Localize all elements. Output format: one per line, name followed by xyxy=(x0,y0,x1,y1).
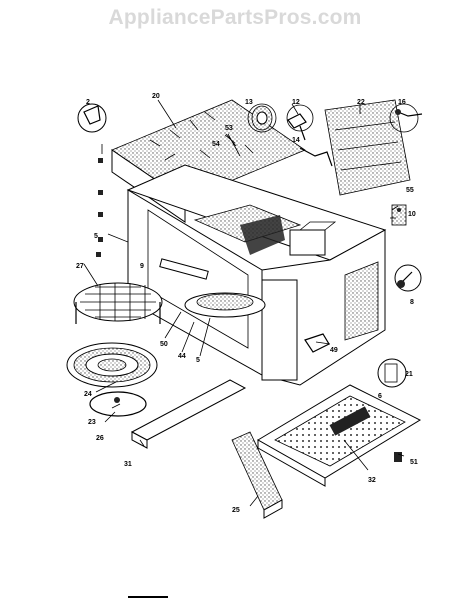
label-20: 20 xyxy=(152,93,160,100)
part-21 xyxy=(377,358,407,388)
part-labels: 2 20 13 12 22 16 53 54 14 55 10 8 5 27 9… xyxy=(76,93,418,514)
watermark: AppliancePartsPros.com xyxy=(108,6,362,29)
label-44: 44 xyxy=(178,353,186,360)
label-55: 55 xyxy=(406,187,414,194)
label-2: 2 xyxy=(86,99,90,106)
label-14: 14 xyxy=(292,137,300,144)
label-13: 13 xyxy=(245,99,253,106)
label-49: 49 xyxy=(330,347,338,354)
label-21: 21 xyxy=(405,371,413,378)
label-32: 32 xyxy=(368,477,376,484)
label-23: 23 xyxy=(88,419,96,426)
bracket-2 xyxy=(77,103,107,133)
label-6: 6 xyxy=(378,393,382,400)
leader-lines xyxy=(83,99,405,507)
label-12: 12 xyxy=(292,99,300,106)
label-51: 51 xyxy=(410,459,418,466)
base-plate-32 xyxy=(257,384,422,487)
label-26: 26 xyxy=(96,435,104,442)
roller-ring-23 xyxy=(89,391,147,417)
bracket-14 xyxy=(299,147,333,167)
callout-circles xyxy=(247,103,419,133)
rack-27 xyxy=(73,282,163,324)
label-10: 10 xyxy=(408,211,416,218)
label-22: 22 xyxy=(357,99,365,106)
control-panel-22 xyxy=(324,99,411,196)
label-5-center: 5 xyxy=(196,357,200,364)
bottom-mark xyxy=(128,596,168,598)
turntable-24 xyxy=(66,342,158,388)
plate-10 xyxy=(391,204,407,226)
label-50: 50 xyxy=(160,341,168,348)
label-24: 24 xyxy=(84,391,92,398)
label-9: 9 xyxy=(140,263,144,270)
foot-51 xyxy=(394,452,402,462)
cabinet-body xyxy=(126,164,387,386)
duct-25 xyxy=(231,431,283,519)
screws-left-8 xyxy=(96,158,103,257)
label-27: 27 xyxy=(76,263,84,270)
label-31: 31 xyxy=(124,461,132,468)
rail-31 xyxy=(130,379,247,449)
label-5-left: 5 xyxy=(94,233,98,240)
switch-12 xyxy=(287,113,307,141)
label-53: 53 xyxy=(225,125,233,132)
label-8: 8 xyxy=(410,299,414,306)
knob-13 xyxy=(251,105,273,131)
screw-8 xyxy=(394,264,422,292)
label-54: 54 xyxy=(212,141,220,148)
label-25: 25 xyxy=(232,507,240,514)
label-16: 16 xyxy=(398,99,406,106)
